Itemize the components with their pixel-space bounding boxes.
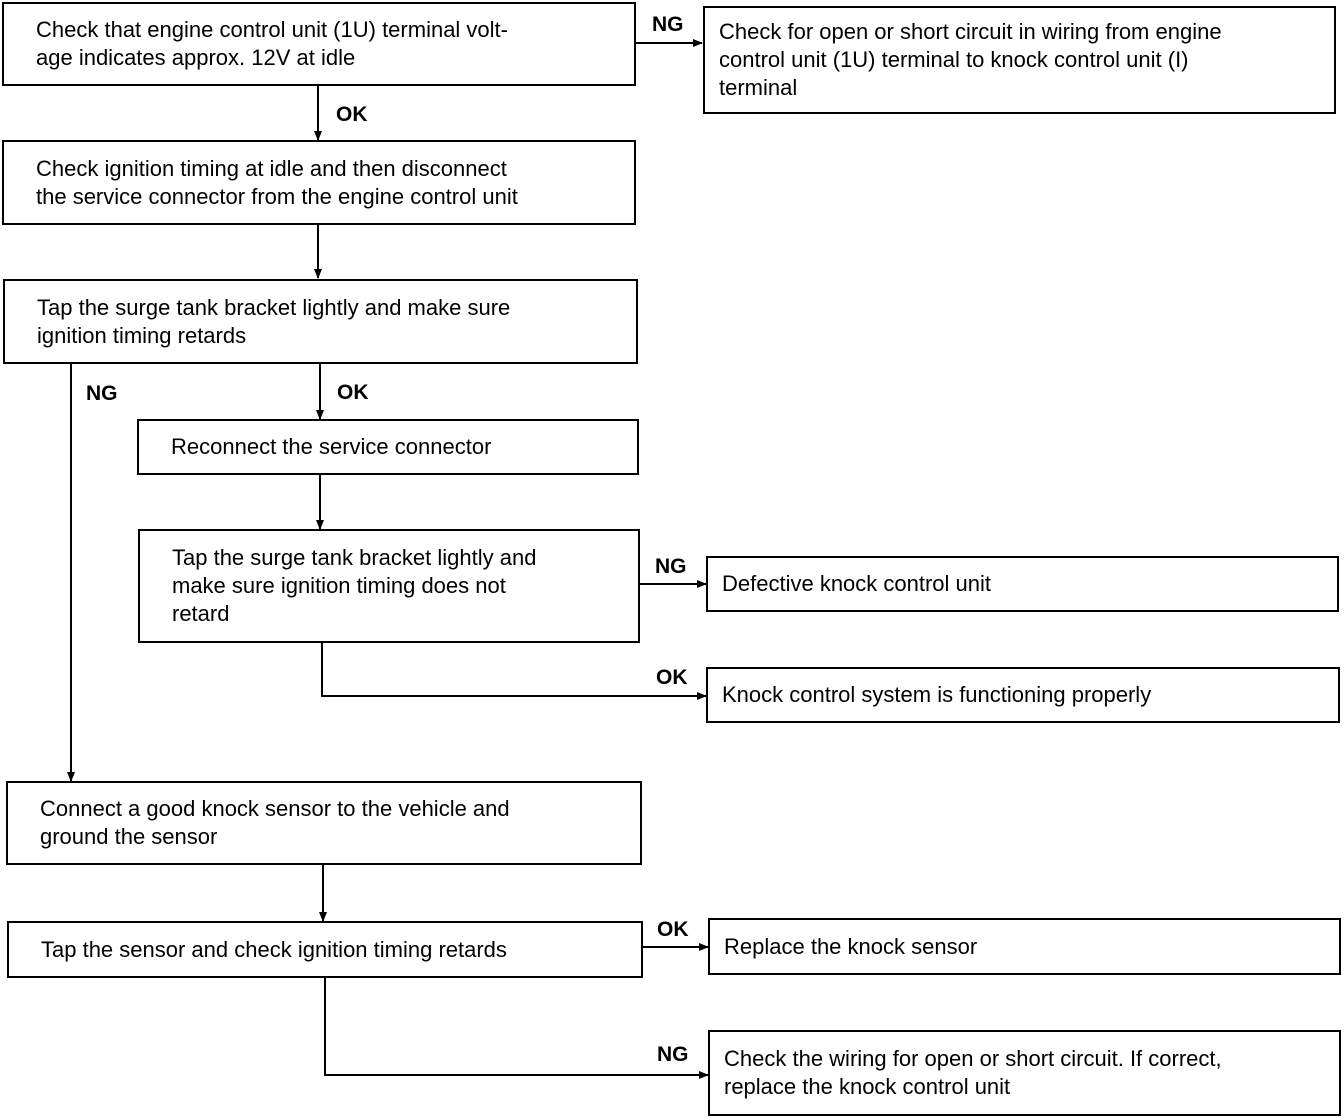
result-check-wiring-ecu-knock: Check for open or short circuit in wirin…: [703, 6, 1336, 114]
label-ng-s1: NG: [652, 13, 684, 36]
result-system-functioning-properly: Knock control system is functioning prop…: [706, 667, 1340, 723]
label-ok-s5: OK: [656, 666, 688, 689]
arrow-s7-ng: [324, 976, 709, 1079]
result-replace-knock-sensor: Replace the knock sensor: [708, 918, 1341, 975]
label-ok-s1: OK: [336, 103, 368, 126]
step-connect-good-knock-sensor: Connect a good knock sensor to the vehic…: [6, 781, 642, 865]
step-check-terminal-voltage: Check that engine control unit (1U) term…: [2, 2, 636, 86]
label-ng-s5: NG: [655, 555, 687, 578]
step-check-ignition-timing: Check ignition timing at idle and then d…: [2, 140, 636, 225]
step-tap-bracket-not-retard: Tap the surge tank bracket lightly and m…: [138, 529, 640, 643]
result-check-wiring-replace-unit: Check the wiring for open or short circu…: [708, 1030, 1341, 1116]
label-ok-s7: OK: [657, 918, 689, 941]
step-reconnect-service-connector: Reconnect the service connector: [137, 419, 639, 475]
result-defective-knock-control-unit: Defective knock control unit: [706, 556, 1339, 612]
step-tap-bracket-retards: Tap the surge tank bracket lightly and m…: [3, 279, 638, 364]
label-ok-s3: OK: [337, 381, 369, 404]
label-ng-s7: NG: [657, 1043, 689, 1066]
label-ng-s3: NG: [86, 382, 118, 405]
arrow-s5-ok: [321, 642, 707, 700]
step-tap-sensor-check-timing: Tap the sensor and check ignition timing…: [7, 921, 643, 978]
